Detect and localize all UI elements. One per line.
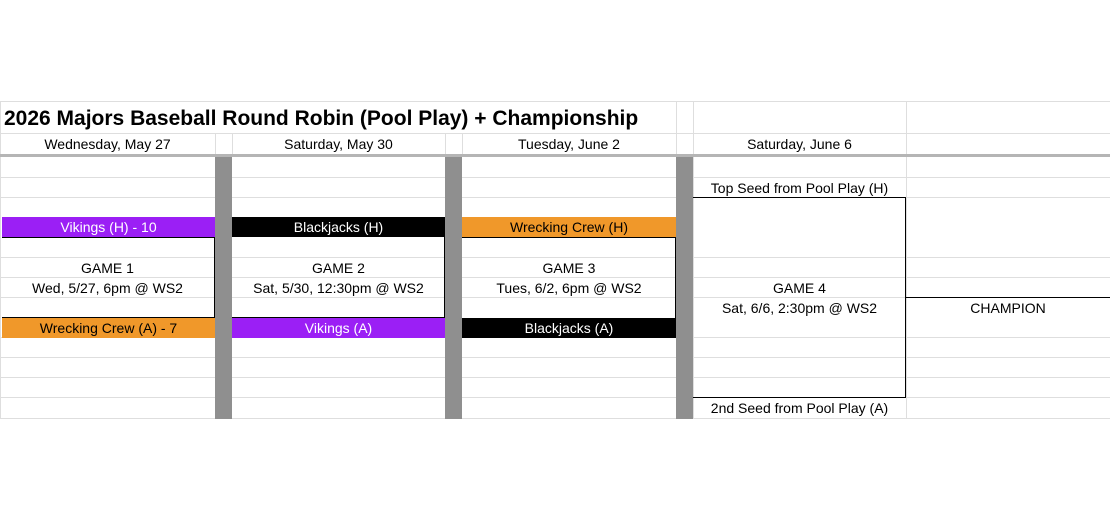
bracket-line [2,317,215,318]
game1-label[interactable]: GAME 1 [81,260,134,276]
grid-line [0,297,1110,298]
day-header-2[interactable]: Saturday, May 30 [284,136,393,152]
grid-line [0,257,1110,258]
game1-away-team[interactable]: Wrecking Crew (A) - 7 [2,318,215,338]
game4-label[interactable]: GAME 4 [773,280,826,296]
game3-away-team[interactable]: Blackjacks (A) [462,318,676,338]
grid-line [0,397,1110,398]
grid-line [0,101,1110,102]
grid-line [0,277,1110,278]
grid-line [676,101,677,157]
column-separator [215,157,232,419]
bracket-line [905,197,906,398]
bracket-line [675,237,676,318]
sheet-title[interactable]: 2026 Majors Baseball Round Robin (Pool P… [4,107,639,130]
grid-line [0,177,1110,178]
game2-home-team[interactable]: Blackjacks (H) [232,217,445,237]
grid-line [0,377,1110,378]
column-separator [445,157,462,419]
day-header-3[interactable]: Tuesday, June 2 [518,136,620,152]
bracket-sheet: 2026 Majors Baseball Round Robin (Pool P… [0,101,1110,419]
bracket-line [693,197,906,198]
grid-line [462,133,463,157]
grid-line [693,101,694,419]
game4-top-seed[interactable]: Top Seed from Pool Play (H) [710,180,889,196]
grid-line [0,197,1110,198]
game2-label[interactable]: GAME 2 [312,260,365,276]
grid-line [0,357,1110,358]
bracket-line [444,237,445,318]
bracket-line [693,397,906,398]
grid-line [232,133,233,157]
bracket-line [462,237,676,238]
bracket-line [232,317,445,318]
game3-home-team[interactable]: Wrecking Crew (H) [462,217,676,237]
grid-line [445,133,446,157]
game2-away-team[interactable]: Vikings (A) [232,318,445,338]
day-header-1[interactable]: Wednesday, May 27 [44,136,171,152]
grid-line [906,101,907,419]
game4-detail[interactable]: Sat, 6/6, 2:30pm @ WS2 [721,300,878,316]
bracket-line [2,237,215,238]
game3-label[interactable]: GAME 3 [542,260,596,276]
day-header-4[interactable]: Saturday, June 6 [747,136,852,152]
column-separator [676,157,693,419]
grid-line [0,101,1,419]
game4-second-seed[interactable]: 2nd Seed from Pool Play (A) [710,400,889,416]
game3-detail[interactable]: Tues, 6/2, 6pm @ WS2 [496,280,642,296]
grid-line [215,133,216,157]
bracket-line [906,297,1110,298]
champion-label[interactable]: CHAMPION [970,300,1046,316]
grid-line [0,133,1110,134]
grid-line [0,154,1110,157]
grid-line [0,418,1110,419]
bracket-line [214,237,215,318]
game1-home-team[interactable]: Vikings (H) - 10 [2,217,215,237]
game2-detail[interactable]: Sat, 5/30, 12:30pm @ WS2 [253,280,424,296]
game1-detail[interactable]: Wed, 5/27, 6pm @ WS2 [32,280,183,296]
